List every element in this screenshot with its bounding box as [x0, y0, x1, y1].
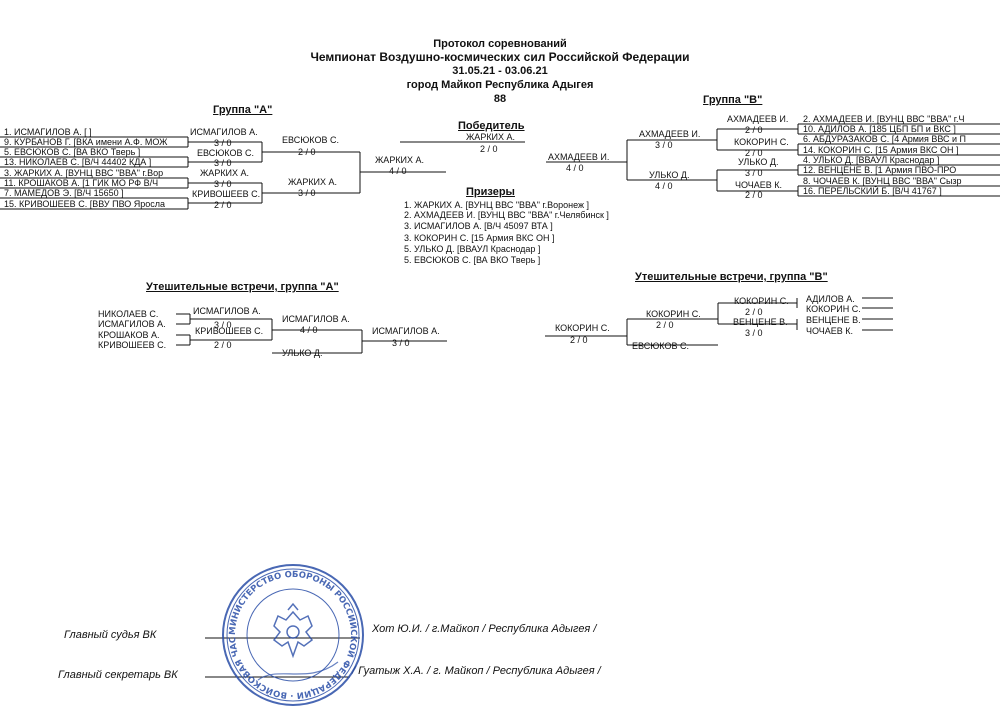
- list-item: 2. АХМАДЕЕВ И. [ВУНЦ ВВС "ВВА" г.Ч: [803, 114, 965, 124]
- match-winner: ЖАРКИХ А.: [200, 168, 250, 178]
- match-score: 3 / 0: [655, 140, 673, 150]
- list-item: ИСМАГИЛОВ А.: [98, 319, 166, 329]
- match-score: 2 / 0: [214, 340, 232, 350]
- match-winner: ИСМАГИЛОВ А.: [193, 306, 261, 316]
- header-title: Протокол соревнований: [433, 38, 567, 50]
- list-item: 6. АБДУРАЗАКОВ С. [4 Армия ВВС и П: [803, 134, 967, 144]
- match-winner: УЛЬКО Д.: [649, 170, 690, 180]
- match-winner: КОКОРИН С.: [646, 309, 701, 319]
- consolation-b-heading: Утешительные встречи, группа "В": [635, 271, 828, 283]
- group-b-heading: Группа "В": [703, 94, 763, 106]
- match-winner: ЕВСЮКОВ С.: [282, 135, 339, 145]
- list-item: АДИЛОВ А.: [806, 294, 855, 304]
- location: город Майкоп Республика Адыгея: [406, 79, 594, 91]
- match-winner: АХМАДЕЕВ И.: [727, 114, 789, 124]
- match-winner: ЧОЧАЕВ К.: [735, 180, 783, 190]
- judge-label: Главный судья ВК: [64, 629, 157, 641]
- match-winner: ИСМАГИЛОВ А.: [282, 314, 350, 324]
- list-item: 9. КУРБАНОВ Г. [ВКА имени А.Ф. МОЖ: [4, 137, 168, 147]
- group-a-heading: Группа "А": [213, 104, 273, 116]
- official-seal-icon: МИНИСТЕРСТВО ОБОРОНЫ РОССИЙСКОЙ ФЕДЕРАЦИ…: [218, 560, 364, 706]
- list-item: КРОШАКОВ А.: [98, 330, 160, 340]
- list-item: 4. УЛЬКО Д. [ВВАУЛ Краснодар ]: [803, 155, 940, 165]
- list-item: 14. КОКОРИН С. [15 Армия ВКС ОН ]: [803, 145, 959, 155]
- group-b-final-score: 4 / 0: [566, 163, 584, 173]
- match-winner: КРИВОШЕЕВ С.: [195, 326, 264, 336]
- match-score: 2 / 0: [656, 320, 674, 330]
- list-item: 5. ЕВСЮКОВ С. [ВА ВКО Тверь ]: [404, 255, 541, 265]
- consolation-b-score: 2 / 0: [570, 335, 588, 345]
- match-score: 2 / 0: [298, 147, 316, 157]
- match-winner: УЛЬКО Д.: [738, 157, 779, 167]
- secretary-value: / Гуатыж Х.А. / г. Майкоп / Республика А…: [352, 665, 601, 677]
- list-item: 3. ЖАРКИХ А. [ВУНЦ ВВС "ВВА" г.Вор: [4, 168, 164, 178]
- group-a-final-winner: ЖАРКИХ А.: [375, 155, 425, 165]
- group-b-final-winner: АХМАДЕЕВ И.: [548, 152, 610, 162]
- bye-name: ЕВСЮКОВ С.: [632, 341, 689, 351]
- list-item: 5. УЛЬКО Д. [ВВАУЛ Краснодар ]: [404, 244, 541, 254]
- match-score: 3 / 0: [214, 158, 232, 168]
- match-winner: ИСМАГИЛОВ А.: [190, 127, 258, 137]
- list-item: 8. ЧОЧАЕВ К. [ВУНЦ ВВС "ВВА" Сызр: [803, 176, 962, 186]
- weight-class: 88: [493, 93, 507, 105]
- consolation-a-winner: ИСМАГИЛОВ А.: [372, 326, 440, 336]
- list-item: 11. КРОШАКОВ А. [1 ГИК МО РФ В/Ч: [4, 178, 159, 188]
- list-item: 16. ПЕРЕЛЬСКИЙ Б. [В/Ч 41767 ]: [803, 186, 942, 196]
- prizes-heading: Призеры: [466, 186, 515, 198]
- match-score: 3 / 0: [214, 179, 232, 189]
- list-item: 12. ВЕНЦЕНЕ В. [1 Армия ПВО-ПРО: [803, 165, 957, 175]
- list-item: 3. КОКОРИН С. [15 Армия ВКС ОН ]: [404, 233, 555, 243]
- championship-title: Чемпионат Воздушно-космических сил Росси…: [310, 50, 690, 64]
- match-score: 2 / 0: [745, 125, 763, 135]
- winner-score: 2 / 0: [480, 144, 498, 154]
- match-score: 3 / 0: [745, 328, 763, 338]
- match-winner: КОКОРИН С.: [734, 296, 789, 306]
- match-winner: КРИВОШЕЕВ С.: [192, 189, 261, 199]
- match-score: 3 / 0: [214, 138, 232, 148]
- list-item: 3. ИСМАГИЛОВ А. [В/Ч 45097 ВТА ]: [404, 221, 553, 231]
- group-a-final-score: 4 / 0: [389, 166, 407, 176]
- match-score: 2 / 0: [745, 307, 763, 317]
- match-score: 4 / 0: [655, 181, 673, 191]
- match-score: 3 / 0: [298, 188, 316, 198]
- match-score: 2 / 0: [745, 148, 763, 158]
- list-item: 7. МАМЕДОВ Э. [В/Ч 15650 ]: [4, 188, 124, 198]
- list-item: НИКОЛАЕВ С.: [98, 309, 159, 319]
- list-item: 1. ЖАРКИХ А. [ВУНЦ ВВС "ВВА" г.Воронеж ]: [404, 200, 590, 210]
- match-score: 4 / 0: [300, 325, 318, 335]
- bye-name: УЛЬКО Д.: [282, 348, 323, 358]
- match-score: 2 / 0: [745, 190, 763, 200]
- list-item: ВЕНЦЕНЕ В.: [806, 315, 861, 325]
- list-item: 15. КРИВОШЕЕВ С. [ВВУ ПВО Яросла: [4, 199, 166, 209]
- list-item: 10. АДИЛОВ А. [185 ЦБП БП и ВКС ]: [803, 124, 956, 134]
- consolation-a-heading: Утешительные встречи, группа "А": [146, 281, 339, 293]
- consolation-b-winner: КОКОРИН С.: [555, 323, 610, 333]
- match-winner: ЖАРКИХ А.: [288, 177, 338, 187]
- winner-name: ЖАРКИХ А.: [466, 132, 516, 142]
- list-item: ЧОЧАЕВ К.: [806, 326, 854, 336]
- match-winner: ЕВСЮКОВ С.: [197, 148, 254, 158]
- list-item: КРИВОШЕЕВ С.: [98, 340, 167, 350]
- list-item: КОКОРИН С.: [806, 304, 861, 314]
- list-item: 1. ИСМАГИЛОВ А. [ ]: [4, 127, 92, 137]
- match-score: 2 / 0: [214, 200, 232, 210]
- list-item: 5. ЕВСЮКОВ С. [ВА ВКО Тверь ]: [4, 147, 141, 157]
- list-item: 13. НИКОЛАЕВ С. [В/Ч 44402 КДА ]: [4, 157, 152, 167]
- eagle-emblem-icon: [272, 602, 314, 659]
- match-winner: КОКОРИН С.: [734, 137, 789, 147]
- list-item: 2. АХМАДЕЕВ И. [ВУНЦ ВВС "ВВА" г.Челябин…: [404, 210, 609, 220]
- judge-value: Хот Ю.И. / г.Майкоп / Республика Адыгея …: [372, 623, 597, 635]
- match-score: 3 / 0: [214, 320, 232, 330]
- match-winner: ВЕНЦЕНЕ В.: [733, 317, 788, 327]
- date-range: 31.05.21 - 03.06.21: [452, 65, 548, 77]
- winner-heading: Победитель: [458, 120, 525, 132]
- match-score: 3 / 0: [745, 168, 763, 178]
- secretary-label: Главный секретарь ВК: [58, 669, 178, 681]
- consolation-a-score: 3 / 0: [392, 338, 410, 348]
- match-winner: АХМАДЕЕВ И.: [639, 129, 701, 139]
